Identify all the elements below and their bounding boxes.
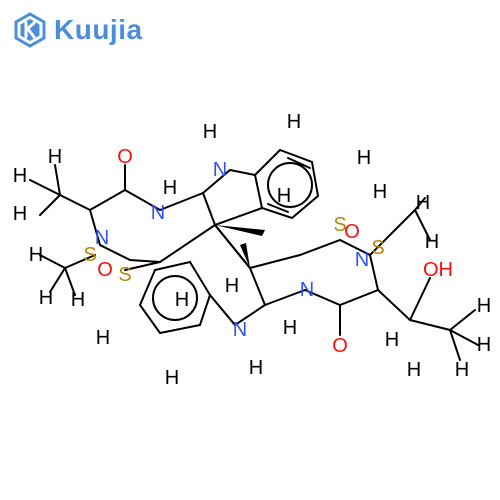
atom-sulfur: S: [83, 244, 96, 266]
atom-hydrogen: H: [96, 327, 110, 349]
bond: [214, 224, 251, 269]
bond: [287, 157, 311, 169]
atom-sulfur: S: [371, 237, 384, 259]
bond: [88, 188, 161, 263]
atom-hydrogen: H: [425, 231, 439, 253]
atom-hydrogen: H: [249, 357, 263, 379]
atom-oxygen: O: [332, 335, 348, 357]
atom-hydrogen: H: [163, 177, 177, 199]
atom-hydrogen: H: [373, 181, 387, 203]
atom-hydrogen: H: [287, 111, 301, 133]
atom-hydrogen: H: [416, 192, 430, 214]
atom-nitrogen: N: [151, 202, 165, 224]
atom-hydrogen: H: [39, 287, 53, 309]
atom-hydrogen: H: [477, 295, 491, 317]
bond: [124, 261, 161, 271]
atom-oxygen: O: [117, 146, 133, 168]
bond: [159, 192, 204, 211]
bond: [414, 197, 431, 241]
aromatic-ring: [152, 275, 198, 321]
atom-hydrogen: H: [71, 289, 85, 311]
atom-hydrogen: H: [357, 147, 371, 169]
atom-hydroxyl: OH: [423, 259, 453, 281]
bond: [449, 309, 479, 361]
bond: [253, 148, 320, 220]
atom-hydrogen: H: [165, 367, 179, 389]
atom-hydrogen: H: [13, 203, 27, 225]
atom-hydrogen: H: [455, 359, 469, 381]
bond: [267, 203, 289, 213]
atom-nitrogen: N: [233, 319, 247, 341]
atom-nitrogen: N: [355, 249, 369, 271]
atom-hydrogen: H: [283, 317, 297, 339]
atom-oxygen: O: [344, 221, 360, 243]
atom-nitrogen: N: [95, 227, 109, 249]
bond: [409, 277, 431, 321]
bond: [39, 254, 76, 296]
aromatic-ring: [267, 162, 313, 208]
brand-name: Kuujia: [54, 14, 143, 45]
atom-hydrogen: H: [225, 275, 239, 297]
bond: [409, 319, 451, 331]
bond: [249, 254, 301, 269]
wedge-bond: [240, 243, 250, 268]
atom-sulfur: S: [333, 214, 346, 236]
kuujia-logo: Kuujia: [12, 12, 143, 48]
atom-hydrogen: H: [277, 185, 291, 207]
bond: [138, 260, 212, 335]
atom-hydrogen: H: [175, 289, 189, 311]
bond: [59, 194, 91, 211]
wedge-bond: [215, 225, 265, 236]
hexagon-k-logo-icon: [14, 12, 46, 48]
bond: [64, 254, 96, 269]
bond: [264, 289, 306, 306]
atom-nitrogen: N: [213, 159, 227, 181]
atom-hydrogen: H: [13, 165, 27, 187]
atom-oxygen: O: [97, 259, 113, 281]
bond: [159, 224, 216, 263]
bond: [369, 229, 396, 256]
atom-hydrogen: H: [407, 359, 421, 381]
atom-hydrogen: H: [29, 244, 43, 266]
atom-sulfur: S: [118, 264, 131, 286]
atom-hydrogen: H: [477, 334, 491, 356]
bond: [29, 164, 61, 216]
atom-hydrogen: H: [203, 121, 217, 143]
atom-hydrogen: H: [385, 329, 399, 351]
bond: [377, 289, 411, 321]
atom-nitrogen: N: [300, 279, 314, 301]
bond: [299, 238, 380, 307]
bond: [394, 209, 416, 231]
atom-hydrogen: H: [48, 146, 62, 168]
